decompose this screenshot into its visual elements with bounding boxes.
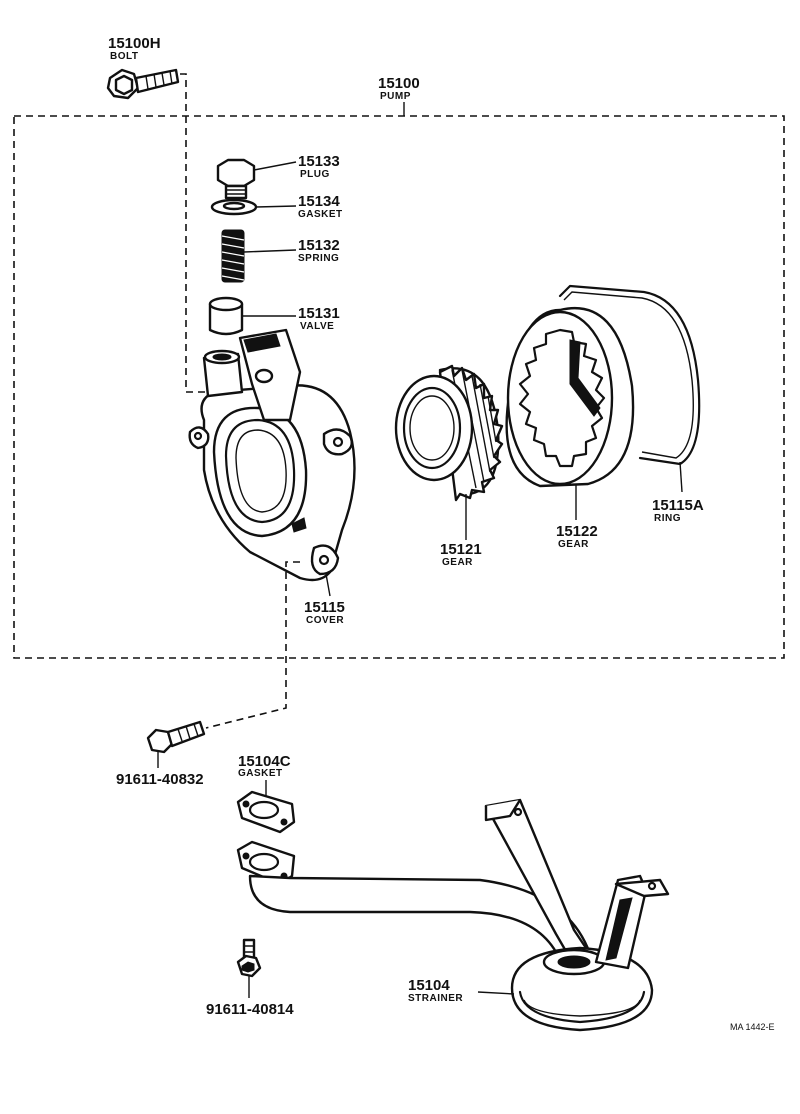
plug-number: 15133 xyxy=(298,153,340,170)
bolt-91611-40814-drawing xyxy=(236,938,262,978)
bolt-91611-40832-drawing xyxy=(146,720,206,754)
gasket-strainer-number: 15104C xyxy=(238,753,291,770)
gear-15121-drawing xyxy=(394,364,504,502)
gear-drive-number: 15121 xyxy=(440,541,482,558)
bolt-top-number: 15100H xyxy=(108,35,161,52)
gasket-15104c-drawing xyxy=(236,790,296,834)
gear-driven-number: 15122 xyxy=(556,523,598,540)
bolt-15100h-drawing xyxy=(106,68,180,100)
plug-name: PLUG xyxy=(300,169,330,180)
bolt-bottom-number: 91611-40814 xyxy=(206,1001,294,1018)
gasket-plug-number: 15134 xyxy=(298,193,340,210)
drawing-code: MA 1442-E xyxy=(730,1022,775,1032)
gear-driven-name: GEAR xyxy=(558,539,589,550)
bolt-mid-number: 91611-40832 xyxy=(116,771,204,788)
spring-name: SPRING xyxy=(298,253,339,264)
ring-number: 15115A xyxy=(652,497,704,514)
gear-15122-drawing xyxy=(505,307,635,488)
plug-15133-drawing xyxy=(216,158,256,200)
gasket-15134-drawing xyxy=(210,198,258,216)
ring-name: RING xyxy=(654,513,681,524)
strainer-number: 15104 xyxy=(408,977,450,994)
gasket-plug-name: GASKET xyxy=(298,209,343,220)
valve-15131-drawing xyxy=(208,296,244,336)
spring-15132-drawing xyxy=(221,229,245,283)
strainer-name: STRAINER xyxy=(408,993,463,1004)
spring-number: 15132 xyxy=(298,237,340,254)
valve-name: VALVE xyxy=(300,321,334,332)
gear-drive-name: GEAR xyxy=(442,557,473,568)
cover-15115-drawing xyxy=(188,328,356,582)
pump-assembly-boundary xyxy=(13,115,785,659)
cover-number: 15115 xyxy=(304,599,345,616)
gasket-strainer-name: GASKET xyxy=(238,768,283,779)
pump-number: 15100 xyxy=(378,75,420,92)
valve-number: 15131 xyxy=(298,305,340,322)
bolt-top-name: BOLT xyxy=(110,51,138,62)
pump-name: PUMP xyxy=(380,91,411,102)
cover-name: COVER xyxy=(306,615,344,626)
bolt-mid-dashed-path xyxy=(205,561,300,729)
strainer-15104-drawing xyxy=(236,798,670,1032)
ring-15115a-drawing xyxy=(558,284,701,466)
